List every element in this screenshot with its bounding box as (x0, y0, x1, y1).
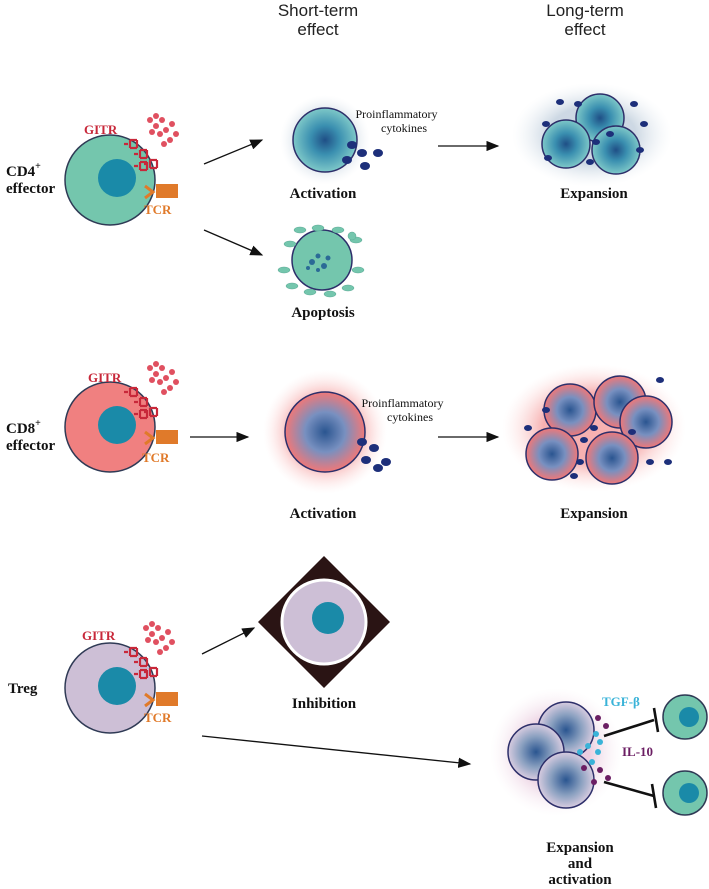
cd4-activation-label: Activation (290, 186, 357, 202)
cd4-arrow-apoptosis (203, 229, 264, 256)
il10-label: IL-10 (622, 744, 653, 759)
cd4-gitr-label: GITR (84, 122, 118, 137)
treg-nucleus (98, 667, 136, 705)
treg-tcr-label: TCR (144, 710, 172, 725)
cd4-tcr (144, 184, 178, 200)
header-long-term: Long-term (546, 1, 623, 20)
cd4-arrow-activation (203, 139, 264, 165)
cd8-gitr-label: GITR (88, 370, 122, 385)
cd8-tcr-label: TCR (142, 450, 170, 465)
treg-gitr-label: GITR (82, 628, 116, 643)
treg-arrow-inhibition (201, 627, 256, 655)
treg-inhibition-label: Inhibition (292, 696, 357, 712)
cd8-cytokines-label: Proinflammatory cytokines (362, 396, 447, 424)
cd4-gitr-ligand (147, 113, 179, 147)
header-short-term: Short-term (278, 1, 358, 20)
cd8-activated-cell (263, 370, 391, 494)
cd4-expansion-cluster (512, 83, 672, 187)
treg-expansion-cluster (490, 688, 622, 816)
cd8-nucleus (98, 406, 136, 444)
treg-gitr-ligand (143, 621, 175, 655)
treg-tcr (144, 692, 178, 708)
header-short-term-effect: effect (297, 20, 339, 39)
tgf-beta-label: TGF-β (602, 694, 640, 709)
cd4-tcr-label: TCR (144, 202, 172, 217)
cd4-effector-label: effector (6, 181, 55, 197)
treg-inhibited-cell (258, 556, 390, 688)
cd4-apoptosis-label: Apoptosis (291, 305, 355, 321)
cd8-gitr-ligand (147, 361, 179, 395)
cd4-apoptotic-cell (277, 224, 365, 298)
cd4-activated-cell (280, 95, 383, 185)
treg-arrow-expansion (201, 735, 472, 768)
treg-expansion-label-3: activation (548, 872, 612, 888)
treg-expansion-label-2: and (568, 856, 593, 872)
treg-expansion-label-1: Expansion (546, 840, 614, 856)
cd4-label: CD4+ (6, 161, 41, 180)
treg-label: Treg (8, 681, 38, 697)
cd8-label: CD8+ (6, 418, 41, 437)
cd4-cytokines-label: Proinflammatory cytokines (356, 107, 441, 135)
treg-suppression-lines (603, 707, 660, 809)
cd8-effector-label: effector (6, 438, 55, 454)
treg-row: Treg GITR TCR Inhibition (8, 556, 708, 888)
cd4-nucleus (98, 159, 136, 197)
cd4-expansion-label: Expansion (560, 186, 628, 202)
cd8-activation-label: Activation (290, 506, 357, 522)
cd4-row: CD4+ effector GITR TCR (6, 83, 672, 321)
cd8-expansion-cluster (502, 364, 686, 492)
cd8-tcr (144, 430, 178, 446)
cd8-expansion-label: Expansion (560, 506, 628, 522)
cd8-row: CD8+ effector GITR TCR (6, 361, 686, 522)
header-long-term-effect: effect (564, 20, 606, 39)
suppressed-target-cells (662, 694, 708, 816)
